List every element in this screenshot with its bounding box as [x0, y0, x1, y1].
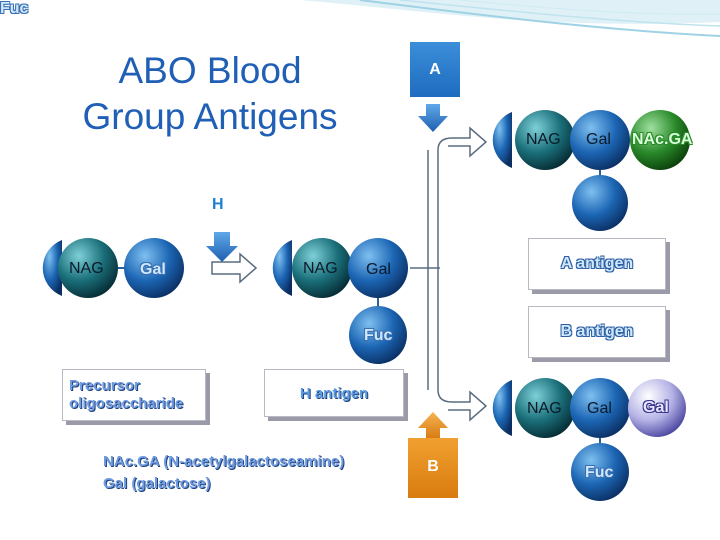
h-antigen-label: H antigen	[299, 384, 369, 402]
enzyme-b-box: B	[408, 438, 458, 498]
title-line-1: ABO Blood	[118, 50, 302, 91]
legend-line-1: NAc.GA (N-acetylgalactoseamine)	[103, 453, 345, 470]
precursor-line-2: oligosaccharide	[69, 395, 184, 412]
b-terminal-gal-sphere	[628, 379, 686, 437]
enzyme-h-label: H	[212, 196, 224, 213]
a-gal-label: Gal	[586, 131, 611, 148]
a-gal-sphere	[570, 110, 630, 170]
h-gal-label: Gal	[366, 261, 391, 278]
h-link-half-sphere	[272, 240, 292, 296]
legend-line-2: Gal (galactose)	[103, 475, 211, 492]
enzyme-b-label: B	[427, 458, 439, 475]
page-title: ABO Blood Group Antigens	[60, 48, 360, 140]
precursor-to-h-arrow	[211, 252, 258, 284]
h-nag-sphere	[292, 238, 352, 298]
b-nag-sphere	[515, 378, 575, 438]
header-waves	[300, 0, 720, 37]
b-gal-label: Gal	[587, 400, 612, 417]
abbreviation-legend: NAc.GA (N-acetylgalactoseamine) Gal (gal…	[103, 451, 344, 495]
precursor-gal-sphere	[124, 238, 184, 298]
h-fuc-sphere	[349, 306, 407, 364]
b-antigen-label: B antigen	[560, 323, 634, 340]
h-chain	[272, 238, 408, 364]
precursor-card: Precursor oligosaccharide	[62, 369, 206, 421]
precursor-chain	[42, 238, 184, 298]
b-antigen-card: B antigen	[528, 306, 666, 358]
b-terminal-gal-label: Gal	[643, 399, 669, 416]
b-gal-sphere	[570, 378, 630, 438]
a-chain	[492, 110, 690, 231]
precursor-line-1: Precursor	[69, 377, 140, 394]
a-antigen-label: A antigen	[560, 255, 634, 272]
a-fuc-sphere	[572, 175, 628, 231]
precursor-link-half-sphere	[42, 240, 62, 296]
a-antigen-card: A antigen	[528, 238, 666, 290]
b-chain	[492, 378, 686, 501]
precursor-nag-sphere	[58, 238, 118, 298]
h-fuc-label: Fuc	[364, 327, 393, 344]
b-enzyme-arrow	[418, 412, 448, 440]
h-nag-label: NAG	[303, 260, 338, 277]
h-gal-sphere	[348, 238, 408, 298]
precursor-gal-label: Gal	[140, 261, 166, 278]
a-link-half-sphere	[492, 112, 512, 168]
a-nag-sphere	[515, 110, 575, 170]
b-fuc-label: Fuc	[585, 464, 614, 481]
b-fuc-sphere	[571, 443, 629, 501]
b-link-half-sphere	[492, 380, 512, 436]
title-line-2: Group Antigens	[82, 96, 338, 137]
a-fuc-label: Fuc	[0, 0, 29, 17]
a-nacga-sphere	[630, 110, 690, 170]
b-nag-label: NAG	[527, 400, 562, 417]
a-nacga-label: NAc.GA	[632, 131, 693, 148]
enzyme-a-label: A	[429, 60, 441, 78]
a-nag-label: NAG	[526, 131, 561, 148]
h-antigen-card: H antigen	[264, 369, 404, 417]
h-enzyme-arrow	[206, 232, 238, 262]
a-enzyme-arrow	[418, 104, 448, 132]
branch-connector	[410, 126, 488, 422]
enzyme-a-box: A	[410, 42, 460, 97]
precursor-nag-label: NAG	[69, 260, 104, 277]
